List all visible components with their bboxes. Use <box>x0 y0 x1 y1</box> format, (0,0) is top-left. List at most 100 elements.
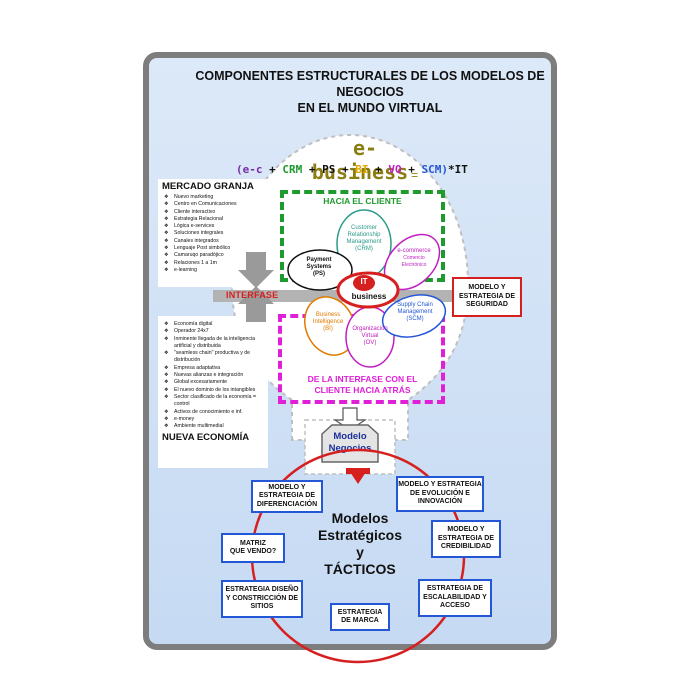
scm-line-3: (SCM) <box>406 316 424 322</box>
bi-line-3: (BI) <box>323 326 333 332</box>
seguridad-box: MODELO Y ESTRATEGIA DE SEGURIDAD <box>452 277 522 317</box>
matriz-line-2: QUE VENDO? <box>229 548 277 555</box>
formula-term: CRM <box>282 163 303 176</box>
ov-line-3: (OV) <box>363 340 377 346</box>
list-item: Cliente interactivo <box>164 209 268 217</box>
formula-term: + <box>262 163 283 176</box>
seguridad-line-2: ESTRATEGIA DE <box>458 292 515 300</box>
box-credibilidad: MODELO Y ESTRATEGIA DE CREDIBILIDAD <box>431 520 501 558</box>
title-line-2: NEGOCIOS <box>336 85 404 99</box>
list-item: Nuevo marketing <box>164 194 268 202</box>
ecommerce-line-3: Electrónico <box>401 262 427 268</box>
interfase-atras-line-1: DE LA INTERFASE CON EL <box>307 374 418 384</box>
ecommerce-line-2: Comercio <box>403 255 425 261</box>
credibilidad-line-1: MODELO Y <box>447 526 485 534</box>
formula-term: + <box>302 163 323 176</box>
ps-line-1: Payment <box>306 257 332 263</box>
modelos-estrategicos-label: Modelos Estratégicos y TÁCTICOS <box>300 510 420 578</box>
box-diferenciacion: MODELO Y ESTRATEGIA DE DIFERENCIACIÓN <box>251 480 323 513</box>
diseno-line-1: ESTRATEGIA DISEÑO <box>225 586 299 594</box>
estrategicos-line-2: Estratégicos <box>317 527 403 543</box>
diferenciacion-line-3: DIFERENCIACIÓN <box>256 500 318 508</box>
ecommerce-line-1: e-commerce <box>397 248 431 254</box>
interfase-label: INTERFASE <box>226 290 279 300</box>
marca-line-1: ESTRATEGIA <box>337 608 383 616</box>
nueva-economia-title: NUEVA ECONOMÍA <box>162 432 250 444</box>
list-item: Camaruqo paradójico <box>164 252 268 260</box>
petal-ps-label: Payment Systems (PS) <box>296 257 342 278</box>
estrategicos-line-4: TÁCTICOS <box>324 561 396 577</box>
crm-line-2: Relationship <box>347 232 381 238</box>
formula-term: + <box>368 163 389 176</box>
petal-scm <box>381 294 447 338</box>
petal-bi <box>304 296 356 356</box>
ov-line-1: Organización <box>352 326 388 332</box>
modelo-negocios-line-2: Negocios <box>328 443 372 454</box>
bi-line-2: Intelligence <box>312 319 344 325</box>
crm-line-1: Customer <box>350 225 377 231</box>
escalabilidad-line-3: ACCESO <box>440 602 470 610</box>
list-item: Empresa adaptativa <box>164 365 262 373</box>
list-item: Estrategia Relacional <box>164 216 268 224</box>
evolucion-line-1: MODELO Y ESTRATEGIA <box>398 481 482 489</box>
list-item: e-learning <box>164 267 268 275</box>
nueva-economia-panel: Economía digitalOperador 24x7Inminente l… <box>158 316 268 468</box>
list-item: Lógica e-services <box>164 223 268 231</box>
ps-line-2: Systems <box>306 264 332 270</box>
title-line-1: COMPONENTES ESTRUCTURALES DE LOS MODELOS… <box>195 69 545 83</box>
hacia-cliente-label: HACIA EL CLIENTE <box>323 196 402 206</box>
list-item: Activos de conocimiento e inf. <box>164 409 262 417</box>
list-item: Operador 24x7 <box>164 328 262 336</box>
matriz-line-1: MATRIZ <box>240 539 266 547</box>
box-evolucion: MODELO Y ESTRATEGIA DE EVOLUCIÓN E INNOV… <box>396 476 484 512</box>
interfase-atras-label: DE LA INTERFASE CON EL CLIENTE HACIA ATR… <box>280 374 445 396</box>
box-matriz: MATRIZ QUE VENDO? <box>221 533 285 563</box>
mercado-granja-list: Nuevo marketingCentro en ComunicacionesC… <box>158 194 268 275</box>
list-item: Soluciones integrales <box>164 230 268 238</box>
formula-term: SCM) <box>421 163 449 176</box>
ebusiness-formula: (e-c + CRM + PS + BI + VO + SCM)*IT <box>236 163 486 176</box>
credibilidad-line-3: CREDIBILIDAD <box>440 543 492 551</box>
title-line-3: EN EL MUNDO VIRTUAL <box>297 101 443 115</box>
list-item: Centro en Comunicaciones <box>164 201 268 209</box>
formula-term: (e-c <box>236 163 263 176</box>
poster-title: COMPONENTES ESTRUCTURALES DE LOS MODELOS… <box>180 68 560 116</box>
list-item: Sector clasificado de la economía = cont… <box>164 394 262 409</box>
box-marca: ESTRATEGIA DE MARCA <box>330 603 390 631</box>
center-business-label: business <box>351 292 387 301</box>
diferenciacion-line-2: ESTRATEGIA DE <box>258 492 315 500</box>
formula-term: BI <box>355 163 369 176</box>
ebusiness-equals: = <box>411 168 419 182</box>
petal-crm-label: Customer Relationship Management (CRM) <box>339 225 389 253</box>
interfase-atras-line-2: CLIENTE HACIA ATRÁS <box>314 385 411 395</box>
it-badge <box>353 275 375 291</box>
list-item: e-money <box>164 416 262 424</box>
petal-ecommerce-label: e-commerce Comercio Electrónico <box>392 248 436 269</box>
petal-bi-label: Business Intelligence (BI) <box>304 312 352 333</box>
list-item: Nuevas alianzas e integración <box>164 372 262 380</box>
estrategicos-line-3: y <box>356 544 364 560</box>
modelo-negocios-line-1: Modelo <box>333 431 367 442</box>
ebusiness-text: e-business <box>311 136 409 184</box>
petal-ov-label: Organización Virtual (OV) <box>344 326 396 347</box>
ov-line-2: Virtual <box>361 333 379 339</box>
list-item: Ambiente multimedial <box>164 423 262 431</box>
scm-line-2: Management <box>397 309 433 315</box>
evolucion-line-3: INNOVACIÓN <box>417 498 463 506</box>
crm-line-4: (CRM) <box>355 246 373 252</box>
petal-ps <box>287 249 353 291</box>
credibilidad-line-2: ESTRATEGIA DE <box>437 534 494 542</box>
modelo-negocios-label: Modelo Negocios <box>322 431 378 455</box>
nueva-economia-list: Economía digitalOperador 24x7Inminente l… <box>158 316 262 431</box>
ebusiness-label: e-business= <box>300 136 430 184</box>
seguridad-line-3: SEGURIDAD <box>465 301 508 309</box>
formula-term: *IT <box>448 163 468 176</box>
petal-scm-label: Supply Chain Management (SCM) <box>388 302 442 323</box>
box-diseno: ESTRATEGIA DISEÑO Y CONSTRICCIÓN DE SITI… <box>221 580 303 618</box>
center-it-label: IT <box>360 277 368 286</box>
bi-line-1: Business <box>315 312 341 318</box>
ps-line-3: (PS) <box>313 271 325 277</box>
mercado-granja-title: MERCADO GRANJA <box>162 181 254 192</box>
